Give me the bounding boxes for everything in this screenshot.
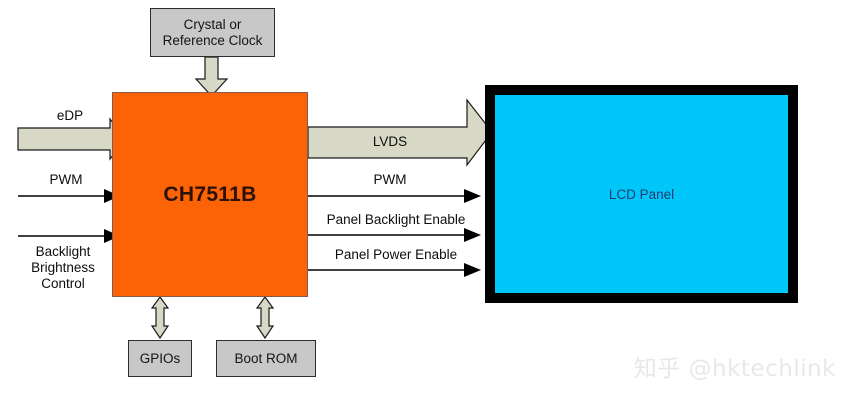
lvds-block-arrow: [307, 98, 493, 167]
lcd-panel-block: LCD Panel: [485, 85, 798, 303]
backlight-brightness-control-label: Backlight Brightness Control: [10, 244, 116, 292]
soc-label: CH7511B: [163, 182, 257, 206]
gpios-label: GPIOs: [139, 350, 181, 366]
backlight-label-line1: Backlight: [35, 244, 91, 259]
edp-block-arrow: [17, 117, 127, 161]
crystal-label-line1: Crystal or: [183, 16, 242, 32]
panel-power-enable-arrowhead: [464, 263, 481, 277]
backlight-label-line3: Control: [41, 276, 85, 291]
panel-power-enable-label: Panel Power Enable: [334, 247, 458, 262]
boot-rom-bidirectional-arrow: [255, 295, 275, 340]
crystal-reference-clock-block: Crystal or Reference Clock: [150, 8, 275, 57]
edp-input-label: eDP: [56, 108, 84, 123]
gpios-block: GPIOs: [128, 340, 192, 377]
crystal-clock-arrow: [194, 56, 229, 97]
boot-rom-block: Boot ROM: [216, 340, 316, 377]
gpios-bidirectional-arrow: [150, 295, 170, 340]
lvds-output-label: LVDS: [372, 134, 408, 149]
lcd-panel-screen: LCD Panel: [495, 95, 788, 293]
panel-backlight-enable-label: Panel Backlight Enable: [326, 212, 466, 227]
boot-rom-label: Boot ROM: [234, 350, 298, 366]
pwm-output-arrowhead: [464, 189, 481, 203]
ch7511b-soc-block: CH7511B: [112, 92, 308, 297]
pwm-input-label: PWM: [49, 172, 83, 187]
backlight-label-line2: Brightness: [31, 260, 95, 275]
crystal-label-line2: Reference Clock: [162, 32, 263, 48]
panel-backlight-enable-arrowhead: [464, 228, 481, 242]
pwm-output-label: PWM: [373, 172, 407, 187]
lcd-panel-label: LCD Panel: [608, 186, 675, 202]
watermark: 知乎 @hktechlink: [633, 356, 836, 382]
